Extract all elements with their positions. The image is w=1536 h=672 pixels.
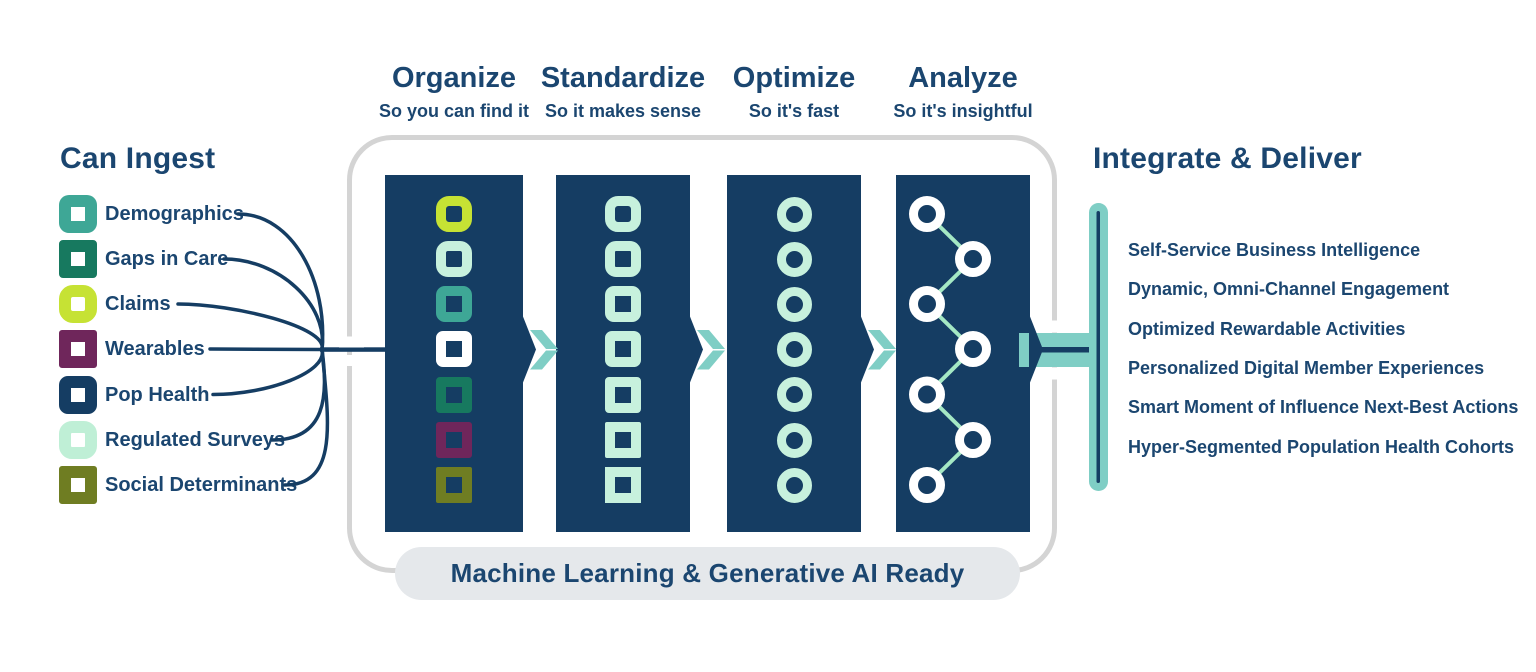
zigzag-icon-group — [909, 196, 991, 503]
square-icon — [436, 467, 472, 503]
stage-panel-organize — [385, 175, 523, 532]
zigzag-node-icon — [909, 467, 945, 503]
ingest-item-label: Gaps in Care — [105, 248, 229, 270]
ingest-flow-curve — [236, 212, 325, 352]
ingest-item-label: Pop Health — [105, 383, 210, 406]
stage-panel-analyze — [896, 175, 1030, 532]
social-determinants-icon — [59, 466, 97, 504]
circle-icon — [776, 467, 812, 503]
square-icon — [436, 286, 472, 322]
ingest-item-label: Wearables — [105, 338, 205, 360]
pop-health-icon — [59, 375, 97, 414]
stage-subtitle: So it's fast — [748, 101, 840, 121]
square-icon — [605, 331, 641, 367]
square-icon — [605, 422, 641, 458]
deliver-item: Self-Service Business Intelligence — [1128, 240, 1421, 261]
ml-ready-label: Machine Learning & Generative AI Ready — [450, 558, 965, 588]
square-icon — [436, 331, 472, 367]
circle-icon — [776, 241, 812, 277]
circle-icon — [776, 377, 812, 412]
circle-icon — [776, 422, 812, 458]
stage-header-standardize: Standardize So it makes sense — [503, 60, 743, 121]
claims-icon — [59, 285, 97, 323]
square-icon — [436, 241, 472, 277]
stage-title: Analyze — [908, 62, 1018, 94]
stage-title: Organize — [391, 62, 517, 94]
wearables-icon — [59, 330, 97, 368]
ingest-flow-curve — [208, 347, 324, 352]
ingest-flow-curve — [211, 347, 324, 397]
delivery-bar — [1089, 203, 1108, 491]
square-icon — [605, 376, 641, 413]
ingest-item-label: Demographics — [105, 203, 244, 225]
square-icon — [605, 286, 641, 322]
stage-header-analyze: Analyze So it's insightful — [843, 60, 1083, 121]
deliver-item: Optimized Rewardable Activities — [1128, 318, 1406, 339]
zigzag-node-icon — [909, 376, 945, 413]
stage-panel-optimize — [727, 175, 861, 532]
delivery-bar-core — [1096, 211, 1100, 483]
deliver-item: Dynamic, Omni-Channel Engagement — [1128, 279, 1450, 300]
stage-panel-standardize — [556, 175, 690, 532]
zigzag-node-icon — [909, 196, 945, 232]
zigzag-node-icon — [955, 331, 991, 367]
regulated-surveys-icon — [59, 421, 97, 459]
demographics-icon — [59, 195, 97, 233]
ingest-item-label: Regulated Surveys — [105, 429, 286, 451]
stage-subtitle: So you can find it — [378, 101, 529, 121]
circle-icon — [776, 196, 812, 232]
square-icon — [605, 196, 641, 232]
ingest-flow-curve — [283, 347, 330, 487]
circle-icon — [776, 331, 812, 367]
gaps-in-care-icon — [59, 240, 97, 278]
deliver-item: Smart Moment of Influence Next-Best Acti… — [1128, 397, 1519, 418]
square-icon — [436, 196, 472, 232]
square-icon — [605, 241, 641, 277]
deliver-title: Integrate & Deliver — [1093, 142, 1362, 175]
stage-title: Optimize — [732, 62, 856, 94]
ingest-flow-curve — [222, 257, 325, 352]
stage-subtitle: So it makes sense — [544, 101, 702, 121]
ml-ready-pill: Machine Learning & Generative AI Ready — [395, 547, 1020, 600]
zigzag-node-icon — [909, 286, 945, 322]
zigzag-node-icon — [955, 422, 991, 458]
circle-icon — [776, 286, 812, 322]
square-icon — [436, 422, 472, 458]
ingest-item-label: Claims — [105, 293, 171, 315]
deliver-item: Hyper-Segmented Population Health Cohort… — [1128, 436, 1515, 457]
deliver-item: Personalized Digital Member Experiences — [1128, 358, 1485, 379]
stage-subtitle: So it's insightful — [893, 101, 1033, 121]
stage-header-optimize: Optimize So it's fast — [674, 60, 914, 121]
stage-header-organize: Organize So you can find it — [334, 60, 574, 121]
ingest-item-label: Social Determinants — [105, 474, 298, 496]
square-icon — [605, 467, 641, 503]
ingest-title: Can Ingest — [60, 142, 216, 175]
zigzag-node-icon — [955, 241, 991, 277]
stage-title: Standardize — [540, 62, 706, 94]
square-icon — [436, 376, 472, 413]
